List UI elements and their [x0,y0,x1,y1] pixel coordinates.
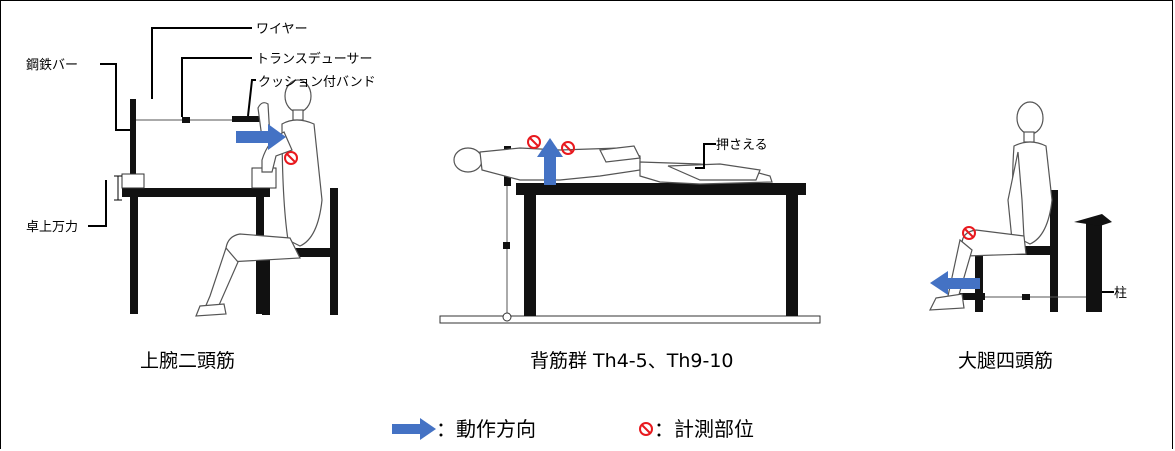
caption-back: 背筋群 Th4-5、Th9-10 [530,350,734,372]
transducer-quad [1022,294,1030,300]
arrow-icon [930,271,980,295]
transducer [182,117,190,123]
panel-quadriceps: 柱 大腿四頭筋 [928,101,1127,372]
prohibited-circle-icon [527,135,541,149]
legend-prohibited-circle-icon [639,422,653,436]
arrow-icon [537,138,563,185]
legend: ：動作方向 ：計測部位 [392,417,754,441]
label-wire: ワイヤー [256,22,308,37]
label-vise: 卓上万力 [26,220,78,235]
table [516,183,806,316]
prohibited-circle-icon [962,226,976,240]
arrow-icon [236,124,286,150]
legend-measure-label: ：計測部位 [654,417,754,441]
ankle-band [955,293,985,300]
caption-quadriceps: 大腿四頭筋 [958,350,1053,372]
label-steel-bar: 鋼鉄バー [26,58,78,73]
lying-figure [453,145,773,185]
cushion-band [232,116,260,122]
caption-biceps: 上腕二頭筋 [140,350,235,372]
legend-arrow-icon [392,418,436,440]
chair-biceps [262,188,338,315]
vise-block [121,173,145,189]
pillar [1074,214,1112,312]
panel-back: 押さえる 背筋群 Th4-5、Th9-10 [439,135,821,372]
prohibited-circle-icon [561,141,575,155]
panel-biceps: ワイヤー トランスデューサー クッション付バンド 鋼鉄バー 卓上万力 上腕二頭筋 [26,22,376,372]
base-board [439,315,821,324]
label-cushion-band: クッション付バンド [258,75,376,90]
prohibited-circle-icon [284,151,298,165]
label-pillar: 柱 [1114,286,1127,301]
transducer-back [503,242,510,249]
legend-direction-label: ：動作方向 [436,417,536,441]
steel-bar [130,99,136,188]
seated-figure-quad [928,101,1053,311]
label-transducer: トランスデューサー [256,51,372,67]
label-hold: 押さえる [716,138,768,153]
